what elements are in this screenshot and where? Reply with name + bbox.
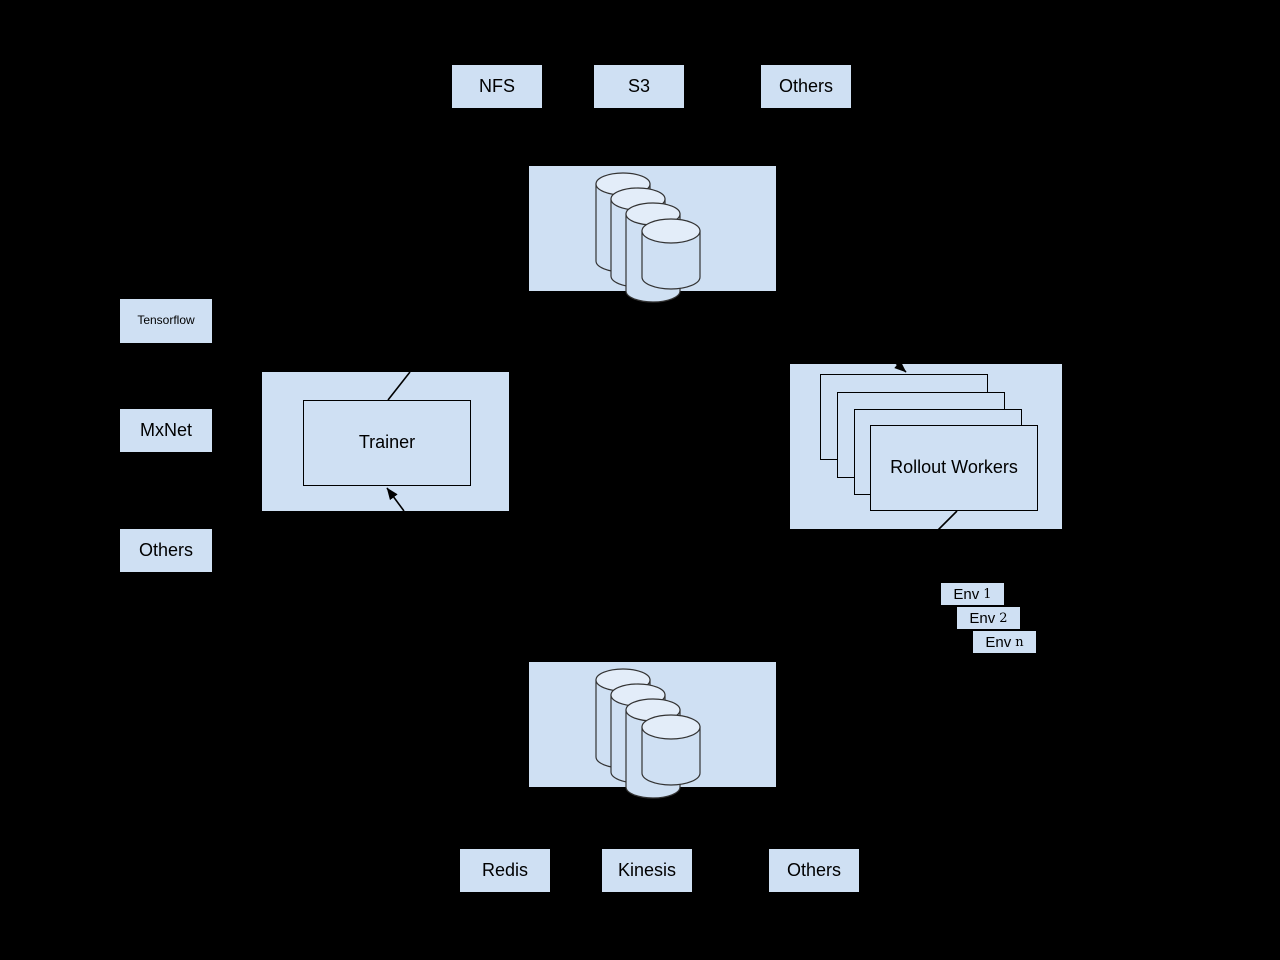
framework-mxnet[interactable]: MxNet [120,409,212,452]
rollout-workers-label: Rollout Workers [890,457,1018,478]
trainer-label: Trainer [358,432,416,453]
storage-backend-s3[interactable]: S3 [594,65,684,108]
env-box-2-name: Env [969,609,996,627]
stream-backend-others-label: Others [786,859,842,880]
storage-backend-others-label: Others [778,75,834,96]
stream-backend-redis[interactable]: Redis [460,849,550,892]
storage-backend-nfs-label: NFS [479,75,515,96]
stream-backend-others[interactable]: Others [769,849,859,892]
env-box-2-index: 2 [999,610,1008,626]
framework-others-label: Others [138,539,194,560]
storage-backend-nfs[interactable]: NFS [452,65,542,108]
stream-backend-kinesis-label: Kinesis [617,859,677,880]
env-box-n-index: n [1015,634,1024,650]
framework-tensorflow[interactable]: Tensorflow [120,299,212,343]
framework-mxnet-label: MxNet [139,419,192,440]
storage-backend-s3-label: S3 [627,75,651,96]
env-box-n-name: Env [985,633,1012,651]
bottom-datastore-panel [529,662,776,787]
stream-backend-redis-label: Redis [481,859,529,880]
env-box-1-name: Env [953,585,980,603]
top-datastore-panel [529,166,776,291]
framework-others[interactable]: Others [120,529,212,572]
rollout-workers-box[interactable]: Rollout Workers [870,425,1038,511]
env-box-1-index: 1 [983,586,992,602]
trainer-box[interactable]: Trainer [303,400,471,486]
storage-backend-others[interactable]: Others [761,65,851,108]
framework-tensorflow-label: Tensorflow [137,313,195,328]
stream-backend-kinesis[interactable]: Kinesis [602,849,692,892]
